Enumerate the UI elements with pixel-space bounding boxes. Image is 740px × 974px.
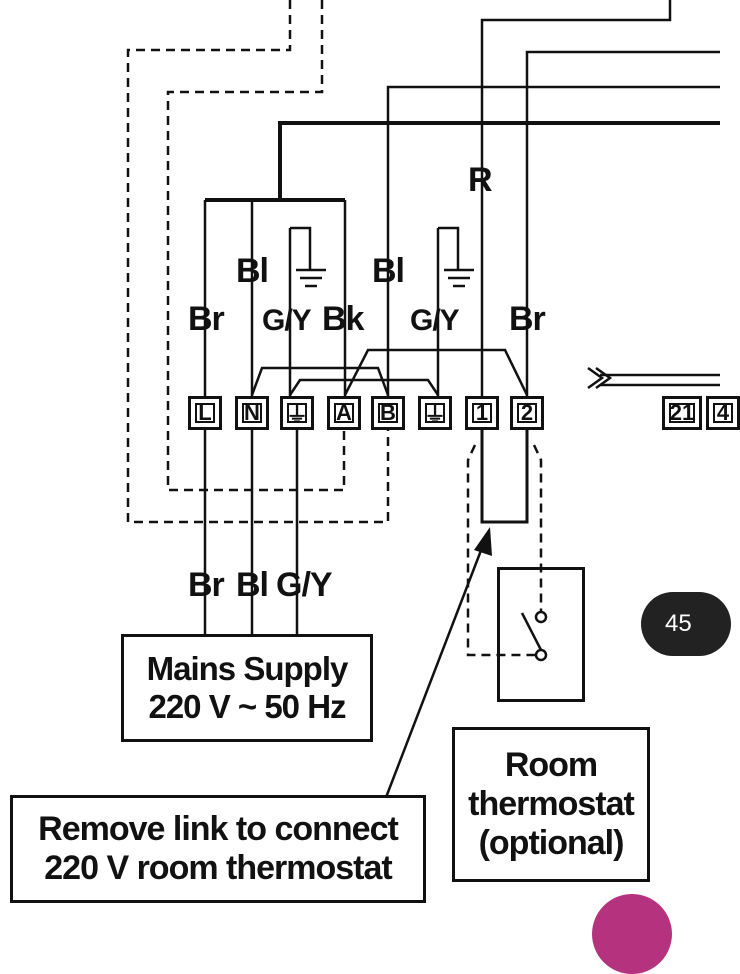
- terminal-n: N: [235, 396, 269, 430]
- terminal-earth-1: ⏚: [280, 396, 314, 430]
- label-bottom-bl: Bl: [236, 566, 269, 604]
- wiring-diagram: [126, 0, 720, 801]
- link-note-box: Remove link to connect 220 V room thermo…: [10, 795, 426, 903]
- terminal-b: B: [371, 396, 405, 430]
- label-bk: Bk: [322, 300, 364, 338]
- label-r: R: [468, 161, 493, 199]
- label-bl-left: Bl: [236, 252, 269, 290]
- note-arrow-head: [474, 527, 492, 556]
- right-cable: [600, 373, 720, 387]
- thermostat-line1: Room: [504, 745, 598, 784]
- page-number-badge[interactable]: 45: [641, 592, 731, 656]
- label-br-left: Br: [188, 300, 225, 338]
- label-br-right: Br: [509, 300, 546, 338]
- terminal-4: 4: [706, 396, 740, 430]
- wire-br-right-top: [525, 50, 720, 400]
- note-line2: 220 V room thermostat: [44, 849, 392, 887]
- note-line1: Remove link to connect: [38, 809, 399, 848]
- earth-left: [290, 226, 326, 288]
- link-earth: [288, 378, 440, 396]
- dashed-cable-inner: [166, 0, 346, 492]
- mains-line1: Mains Supply: [146, 650, 349, 688]
- thermo-dash-2: [532, 444, 543, 612]
- terminal-21: 21: [662, 396, 702, 430]
- wire-bl-mid-top: [386, 85, 720, 400]
- terminal-earth-2: ⏚: [418, 396, 452, 430]
- label-bl-mid: Bl: [372, 252, 405, 290]
- thermostat-unit: [497, 567, 585, 702]
- thermostat-line2: thermostat: [468, 784, 635, 823]
- label-gy-mid: G/Y: [410, 304, 460, 337]
- mains-line2: 220 V ~ 50 Hz: [148, 688, 346, 725]
- earth-mid: [438, 226, 474, 288]
- floating-action-circle[interactable]: [592, 894, 672, 974]
- thermostat-line3: (optional): [478, 824, 625, 863]
- wire-r-top: [480, 0, 672, 400]
- label-bottom-gy: G/Y: [276, 566, 333, 604]
- link-1-2: [480, 430, 529, 524]
- label-bottom-br: Br: [188, 566, 225, 604]
- label-gy-left: G/Y: [262, 304, 312, 337]
- thermostat-label-box: Room thermostat (optional): [452, 727, 650, 882]
- note-arrow-line: [383, 539, 487, 801]
- terminal-2: 2: [510, 396, 544, 430]
- right-chevron: [587, 366, 613, 390]
- thermostat-switch: [520, 610, 548, 662]
- thermo-dash-1: [466, 444, 535, 657]
- terminal-l: L: [188, 396, 222, 430]
- link-a-2: [343, 348, 529, 396]
- mains-supply-box: Mains Supply 220 V ~ 50 Hz: [121, 634, 373, 742]
- terminal-1: 1: [465, 396, 499, 430]
- wire-main-thick: [278, 121, 720, 200]
- terminal-a: A: [327, 396, 361, 430]
- link-n-b: [250, 366, 390, 396]
